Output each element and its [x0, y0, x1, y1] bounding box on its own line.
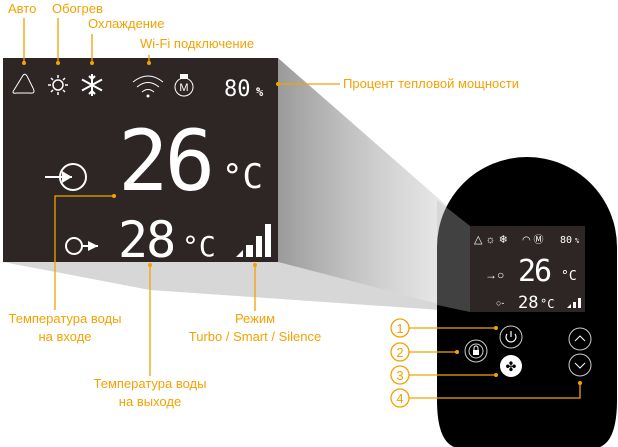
mode-badge: M [179, 82, 188, 94]
small-outlet-icon: ○- [496, 298, 504, 308]
outlet-temp-unit: °C [182, 230, 216, 263]
label-inlet-2: на входе [38, 329, 91, 344]
projection-bottom [3, 262, 470, 312]
small-outlet-temp: 28 [518, 293, 538, 313]
power-percent-value: 80 [224, 77, 251, 102]
label-power-percent: Процент тепловой мощности [343, 76, 519, 91]
svg-text:1: 1 [396, 321, 403, 336]
svg-text:4: 4 [396, 391, 403, 406]
label-heat: Обогрев [52, 1, 103, 16]
up-button[interactable] [568, 327, 592, 351]
lock-button[interactable] [464, 339, 488, 363]
small-percent: 80 [560, 235, 572, 246]
label-wifi: Wi-Fi подключение [140, 36, 254, 51]
callout-3: 3 [390, 365, 410, 385]
inlet-temp-value: 26 [118, 112, 211, 210]
svg-text:2: 2 [396, 345, 403, 360]
water-inlet-icon [45, 163, 87, 191]
lcd-display-large: M 80 % 26 °C 28 °C [3, 58, 278, 269]
svg-text:3: 3 [396, 368, 403, 383]
small-icons: △ ☼ ❄ [474, 234, 508, 246]
label-cool: Охлаждение [88, 16, 164, 31]
mode-m-icon: M [174, 74, 194, 97]
lock-icon [473, 350, 479, 355]
callout-4: 4 [390, 388, 410, 408]
label-outlet-1: Температура воды [94, 376, 207, 391]
callout-2: 2 [390, 342, 410, 362]
heat-mode-icon [48, 75, 68, 95]
small-percent-unit: % [575, 237, 580, 245]
projection-shadow [278, 58, 470, 312]
power-button[interactable] [499, 325, 523, 349]
label-mode-2: Turbo / Smart / Silence [189, 329, 321, 344]
small-wifi-icon: ◠ Ⓜ [522, 234, 544, 246]
small-outlet-unit: °C [540, 297, 554, 311]
down-button[interactable] [568, 353, 592, 377]
outlet-temp-value: 28 [118, 211, 174, 269]
label-auto: Авто [8, 1, 36, 16]
chevron-up-icon [574, 335, 586, 342]
auto-mode-icon [12, 73, 35, 94]
chevron-down-icon [574, 362, 586, 369]
label-mode-1: Режим [235, 311, 275, 326]
small-inlet-unit: °C [561, 269, 577, 284]
small-inlet-icon: →○ [485, 268, 504, 282]
callout-lines [22, 18, 582, 399]
inlet-temp-unit: °C [222, 157, 263, 197]
wifi-icon [132, 75, 164, 98]
cool-mode-icon [81, 74, 103, 96]
label-inlet-1: Температура воды [9, 311, 122, 326]
power-percent-unit: % [256, 85, 264, 99]
callout-1: 1 [390, 318, 410, 338]
fan-button[interactable]: ✤ [500, 355, 522, 377]
fan-icon: ✤ [506, 359, 517, 374]
lcd-display-small: △ ☼ ❄ ◠ Ⓜ 80 % →○ 26 °C ○- 28 °C [470, 226, 585, 313]
water-outlet-icon [65, 237, 98, 255]
mode-level-bars-icon [236, 224, 271, 257]
small-inlet-temp: 26 [518, 254, 551, 289]
label-outlet-2: на выходе [119, 394, 181, 409]
power-icon [505, 331, 517, 343]
